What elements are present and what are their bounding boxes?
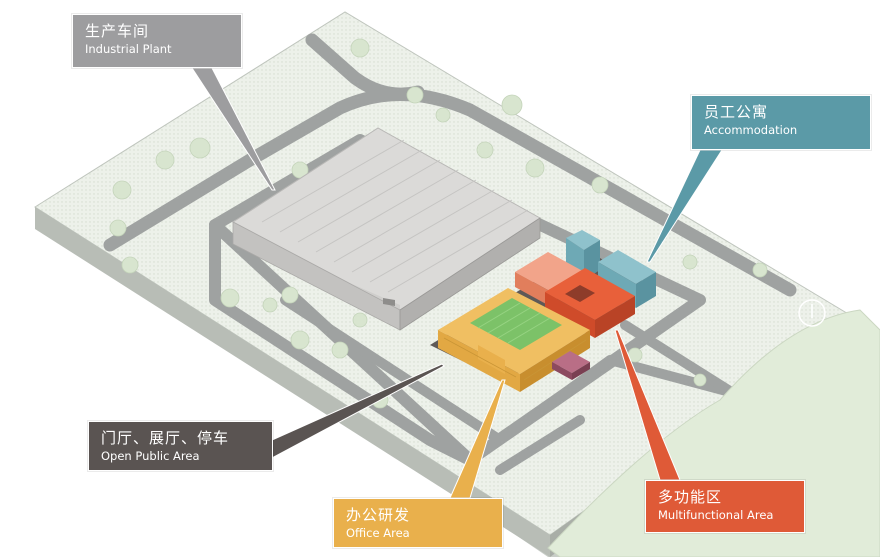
label-accommodation-en: Accommodation (704, 123, 798, 137)
label-open-public-area: 门厅、展厅、停车 Open Public Area (88, 421, 273, 471)
label-public-en: Open Public Area (101, 449, 200, 463)
industrial-plant-building (232, 127, 541, 331)
label-multifunctional-area: 多功能区 Multifunctional Area (645, 480, 805, 533)
label-office-zh: 办公研发 (346, 506, 411, 524)
office-building (438, 288, 590, 392)
label-industrial-plant: 生产车间 Industrial Plant (72, 14, 242, 68)
tree-clusters (109, 38, 768, 409)
label-multi-zh: 多功能区 (658, 488, 723, 506)
label-public-zh: 门厅、展厅、停车 (101, 429, 230, 447)
label-industrial-en: Industrial Plant (85, 42, 172, 56)
north-arrow-icon (798, 299, 826, 327)
entrance-pavilion (552, 351, 590, 380)
road-network (103, 33, 797, 475)
label-accommodation: 员工公寓 Accommodation (691, 95, 871, 150)
label-multi-en: Multifunctional Area (658, 508, 774, 522)
label-office-en: Office Area (346, 526, 410, 540)
label-industrial-zh: 生产车间 (85, 22, 150, 40)
label-accommodation-zh: 员工公寓 (704, 103, 769, 121)
label-office-area: 办公研发 Office Area (333, 498, 503, 548)
